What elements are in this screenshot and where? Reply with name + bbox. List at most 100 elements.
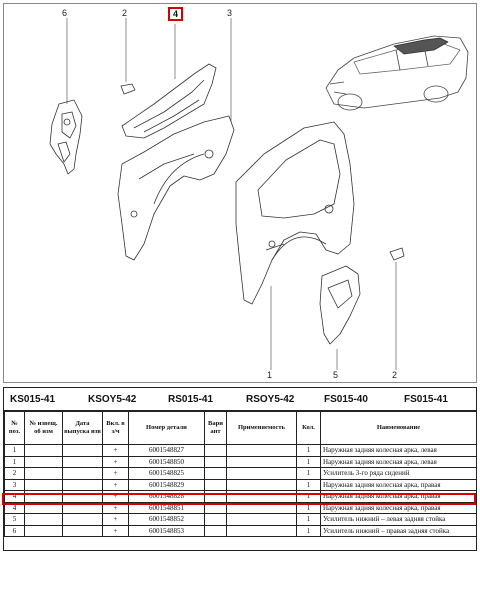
callout-3: 3 (227, 8, 233, 18)
cell-date (62, 524, 103, 537)
callout-2-top: 2 (122, 8, 128, 18)
part-2-right-shape (389, 247, 405, 261)
cell-variant (204, 490, 227, 503)
cell-qty: 1 (296, 444, 321, 457)
model-code: RSOY5-42 (246, 394, 295, 405)
table-row[interactable]: 1 + 6001548827 1 Наружная задняя колесна… (4, 444, 477, 457)
table-row[interactable]: 4 + 6001548851 1 Наружная задняя колесна… (4, 501, 477, 514)
car-thumbnail (325, 35, 469, 111)
cell-incl: + (102, 524, 129, 537)
part-4-shape (121, 63, 217, 139)
model-code: KSOY5-42 (88, 394, 137, 405)
cell-notice (24, 501, 63, 514)
cell-date (62, 501, 103, 514)
model-code: FS015-40 (324, 394, 368, 405)
cell-name: Наружная задняя колесная арка, правая (320, 478, 477, 491)
table-row[interactable]: 3 + 6001548829 1 Наружная задняя колесна… (4, 478, 477, 491)
cell-name: Наружная задняя колесная арка, левая (320, 455, 477, 468)
cell-pos: 1 (4, 455, 25, 468)
cell-name: Наружная задняя колесная арка, левая (320, 444, 477, 457)
cell-applicability (226, 444, 297, 457)
parts-table: № поз. № извещ. об изм Дата выпуска изв … (4, 411, 477, 537)
leader-lines (66, 18, 397, 370)
cell-variant (204, 501, 227, 514)
cell-qty: 1 (296, 501, 321, 514)
header-applicability: Применяемость (226, 411, 297, 445)
cell-pos: 2 (4, 467, 25, 480)
cell-name: Усилитель нижний – левая задняя стойка (320, 513, 477, 526)
cell-applicability (226, 501, 297, 514)
table-row[interactable]: 1 + 6001548850 1 Наружная задняя колесна… (4, 455, 477, 468)
part-2-top-shape (120, 83, 136, 95)
table-header-row: № поз. № извещ. об изм Дата выпуска изв … (4, 411, 477, 445)
cell-date (62, 513, 103, 526)
cell-variant (204, 467, 227, 480)
cell-qty: 1 (296, 455, 321, 468)
cell-incl: + (102, 444, 129, 457)
cell-variant (204, 444, 227, 457)
table-row[interactable]: 2 + 6001548825 1 Усилитель 3-го ряда сид… (4, 467, 477, 480)
callout-4-highlighted: 4 (168, 7, 184, 21)
cell-part-number: 6001548851 (128, 501, 205, 514)
table-row-highlighted[interactable]: 4 + 6001548828 1 Наружная задняя колесна… (4, 490, 477, 503)
model-codes-row: KS015-41 KSOY5-42 RS015-41 RSOY5-42 FS01… (4, 388, 476, 411)
part-5-shape (319, 265, 361, 345)
cell-name: Наружная задняя колесная арка, правая (320, 501, 477, 514)
cell-qty: 1 (296, 513, 321, 526)
part-3-shape (117, 115, 235, 261)
exploded-view-drawing (49, 18, 469, 370)
cell-applicability (226, 455, 297, 468)
cell-qty: 1 (296, 524, 321, 537)
table-row[interactable]: 5 + 6001548852 1 Усилитель нижний – лева… (4, 513, 477, 526)
cell-incl: + (102, 467, 129, 480)
part-1-shape (235, 121, 355, 305)
cell-date (62, 467, 103, 480)
cell-notice (24, 444, 63, 457)
callout-5: 5 (333, 370, 339, 380)
cell-part-number: 6001548825 (128, 467, 205, 480)
cell-pos: 4 (4, 490, 25, 503)
cell-qty: 1 (296, 478, 321, 491)
cell-pos: 6 (4, 524, 25, 537)
cell-incl: + (102, 455, 129, 468)
cell-pos: 5 (4, 513, 25, 526)
header-date: Дата выпуска изв (62, 411, 103, 445)
cell-pos: 1 (4, 444, 25, 457)
header-variant: Вари ант (204, 411, 227, 445)
model-code: FS015-41 (404, 394, 448, 405)
cell-variant (204, 524, 227, 537)
cell-notice (24, 455, 63, 468)
cell-pos: 4 (4, 501, 25, 514)
cell-incl: + (102, 478, 129, 491)
cell-variant (204, 513, 227, 526)
header-name: Наименование (320, 411, 477, 445)
cell-qty: 1 (296, 467, 321, 480)
header-qty: Кол. (296, 411, 321, 445)
callout-2-right: 2 (392, 370, 398, 380)
cell-date (62, 478, 103, 491)
cell-applicability (226, 490, 297, 503)
cell-incl: + (102, 501, 129, 514)
cell-name: Усилитель нижний – правая задняя стойка (320, 524, 477, 537)
cell-date (62, 455, 103, 468)
cell-applicability (226, 467, 297, 480)
cell-part-number: 6001548828 (128, 490, 205, 503)
parts-table-block: KS015-41 KSOY5-42 RS015-41 RSOY5-42 FS01… (3, 387, 477, 551)
cell-qty: 1 (296, 490, 321, 503)
header-notice: № извещ. об изм (24, 411, 63, 445)
cell-applicability (226, 524, 297, 537)
callout-1: 1 (267, 370, 273, 380)
cell-date (62, 444, 103, 457)
cell-notice (24, 524, 63, 537)
cell-date (62, 490, 103, 503)
cell-notice (24, 513, 63, 526)
cell-incl: + (102, 490, 129, 503)
cell-name: Усилитель 3-го ряда сидений (320, 467, 477, 480)
cell-part-number: 6001548852 (128, 513, 205, 526)
cell-pos: 3 (4, 478, 25, 491)
cell-part-number: 6001548850 (128, 455, 205, 468)
cell-variant (204, 455, 227, 468)
cell-part-number: 6001548829 (128, 478, 205, 491)
cell-notice (24, 478, 63, 491)
table-row[interactable]: 6 + 6001548853 1 Усилитель нижний – прав… (4, 524, 477, 537)
